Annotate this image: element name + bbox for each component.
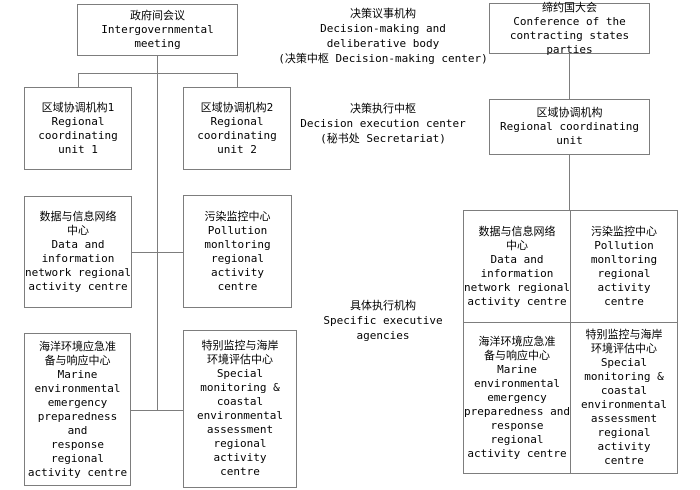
data-network-centre-cell-right: 数据与信息网络 中心 Data and information network …: [464, 224, 570, 308]
conference-box: 缔约国大会 Conference of the contracting stat…: [489, 1, 650, 56]
decision-body-label: 决策议事机构 Decision-making and deliberative …: [278, 7, 488, 65]
marine-emergency-centre-box-left: 海洋环境应急准 备与响应中心 Marine environmental emer…: [24, 333, 131, 486]
bottom-connector-line: [131, 410, 183, 411]
special-monitoring-centre-cell-right: 特别监控与海岸 环境评估中心 Special monitoring & coas…: [580, 328, 668, 467]
marine-emergency-centre-cell-right: 海洋环境应急准 备与响应中心 Marine environmental emer…: [464, 335, 570, 460]
agencies-grid: 数据与信息网络 中心 Data and information network …: [463, 210, 678, 474]
execution-center-label: 决策执行中枢 Decision execution center (秘书处 Se…: [300, 102, 466, 145]
regional-coordinating-unit2-box: 区域协调机构2 Regional coordinating unit 2: [183, 87, 291, 170]
right-connector-line-bottom: [569, 155, 570, 210]
trunk-line: [157, 56, 158, 410]
right-connector-line-top: [569, 54, 570, 99]
pollution-monitoring-centre-cell-right: 污染监控中心 Pollution monltoring regional act…: [590, 224, 658, 308]
regional-coordinating-unit-box-right: 区域协调机构 Regional coordinating unit: [489, 99, 650, 155]
drop-line-rcu2: [237, 73, 238, 87]
grid-horizontal-divider: [464, 322, 677, 323]
branch-line: [78, 73, 238, 74]
data-network-centre-box-left: 数据与信息网络 中心 Data and information network …: [24, 196, 132, 308]
drop-line-rcu1: [78, 73, 79, 87]
pollution-monitoring-centre-box-left: 污染监控中心 Pollution monltoring regional act…: [183, 195, 292, 308]
grid-vertical-divider: [570, 211, 571, 473]
special-monitoring-centre-box-left: 特别监控与海岸 环境评估中心 Special monitoring & coas…: [183, 330, 297, 488]
gov-meeting-box: 政府间会议 Intergovernmental meeting: [77, 4, 238, 56]
mid-connector-line: [132, 252, 183, 253]
executive-agencies-label: 具体执行机构 Specific executive agencies: [323, 299, 443, 342]
regional-coordinating-unit1-box: 区域协调机构1 Regional coordinating unit 1: [24, 87, 132, 170]
